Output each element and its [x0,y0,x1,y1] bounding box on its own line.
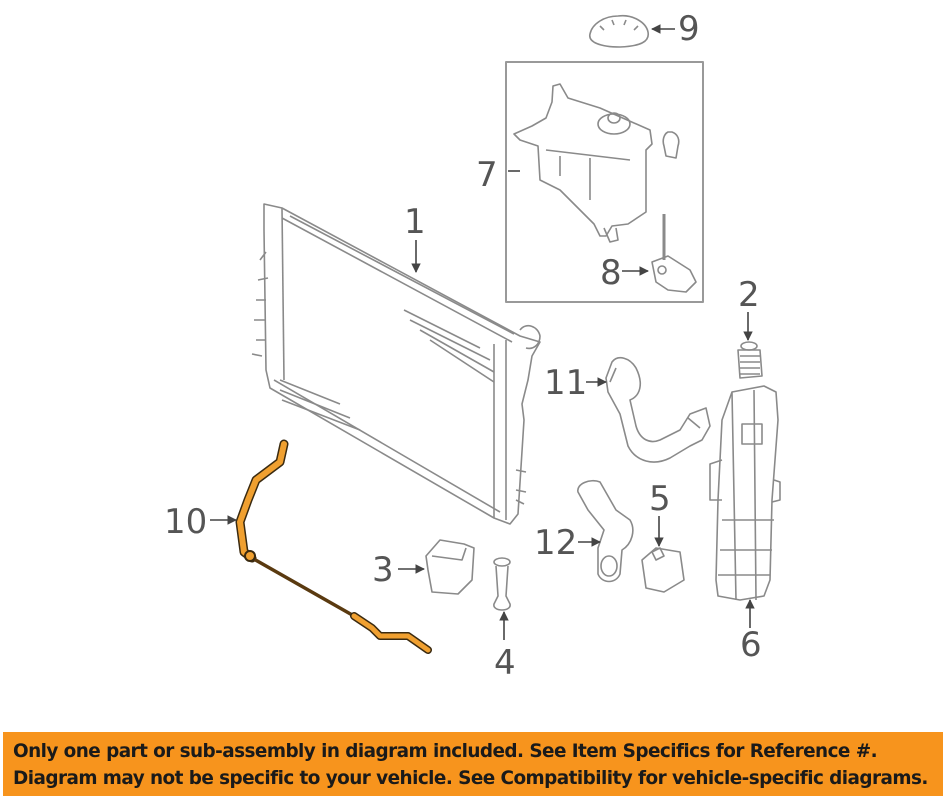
callout-5: 5 [649,479,671,519]
callout-10: 10 [164,502,208,542]
disclaimer-banner: Only one part or sub-assembly in diagram… [3,732,943,796]
callout-9: 9 [678,9,700,49]
part-4-drain-plug [493,557,511,611]
callout-7: 7 [476,155,498,195]
callout-4: 4 [494,643,516,683]
part-12-lower-hose [577,479,634,583]
part-5-bracket [641,547,685,593]
callout-6: 6 [740,625,762,665]
disclaimer-line-1: Only one part or sub-assembly in diagram… [13,741,878,762]
parts-diagram [210,14,781,654]
part-2-bushing [737,341,763,379]
part-1-radiator [251,203,541,525]
part-11-upper-hose [605,356,711,463]
callout-1: 1 [404,202,426,242]
callout-12: 12 [534,523,578,563]
part-8-level-sensor [651,214,697,293]
disclaimer-line-2: Diagram may not be specific to your vehi… [13,768,928,789]
callout-8: 8 [600,253,622,293]
part-9-cap [589,14,649,48]
part-10-highlighted-hose [235,439,432,654]
callout-3: 3 [372,550,394,590]
part-6-air-deflector [709,385,781,601]
callout-2: 2 [738,275,760,315]
part-7-expansion-tank [513,83,680,243]
part-3-mount [425,539,475,595]
callout-11: 11 [544,363,588,403]
expansion-tank-group-box [505,61,704,303]
